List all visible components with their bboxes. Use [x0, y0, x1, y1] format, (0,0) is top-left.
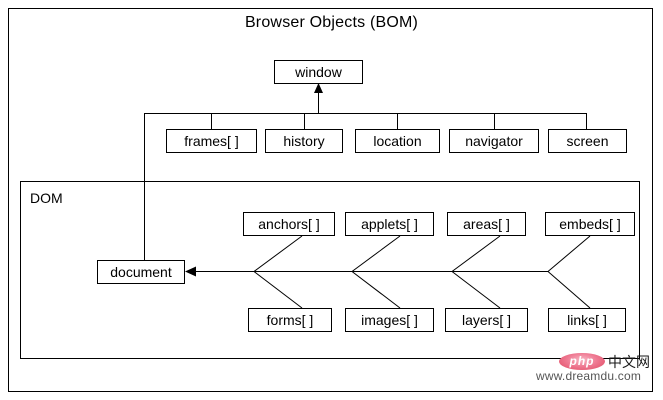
node-navigator[interactable]: navigator	[449, 129, 539, 153]
node-areas[interactable]: areas[ ]	[447, 212, 526, 236]
outer-border	[8, 8, 653, 392]
stub-navigator	[494, 113, 495, 129]
node-screen[interactable]: screen	[548, 129, 627, 153]
dom-group-border	[20, 181, 640, 359]
site-name-cn: 中文网	[608, 355, 650, 371]
node-location[interactable]: location	[355, 129, 440, 153]
node-applets[interactable]: applets[ ]	[345, 212, 434, 236]
stub-frames	[211, 113, 212, 129]
node-window[interactable]: window	[274, 60, 363, 84]
node-frames[interactable]: frames[ ]	[166, 129, 257, 153]
stub-screen	[586, 113, 587, 129]
node-layers[interactable]: layers[ ]	[445, 308, 528, 332]
php-logo-icon: php	[559, 353, 605, 370]
php-logo-text: php	[569, 354, 595, 368]
site-url: www.dreamdu.com	[536, 369, 642, 383]
node-links[interactable]: links[ ]	[548, 308, 626, 332]
page-title: Browser Objects (BOM)	[244, 14, 419, 31]
window-to-document-line	[144, 113, 145, 261]
node-embeds[interactable]: embeds[ ]	[545, 212, 635, 236]
dom-group-label: DOM	[30, 190, 63, 206]
node-anchors[interactable]: anchors[ ]	[243, 212, 335, 236]
node-images[interactable]: images[ ]	[345, 308, 434, 332]
bom-bus-line	[144, 113, 586, 114]
stub-history	[304, 113, 305, 129]
node-document[interactable]: document	[97, 260, 185, 284]
node-history[interactable]: history	[265, 129, 343, 153]
stub-location	[397, 113, 398, 129]
node-forms[interactable]: forms[ ]	[248, 308, 332, 332]
